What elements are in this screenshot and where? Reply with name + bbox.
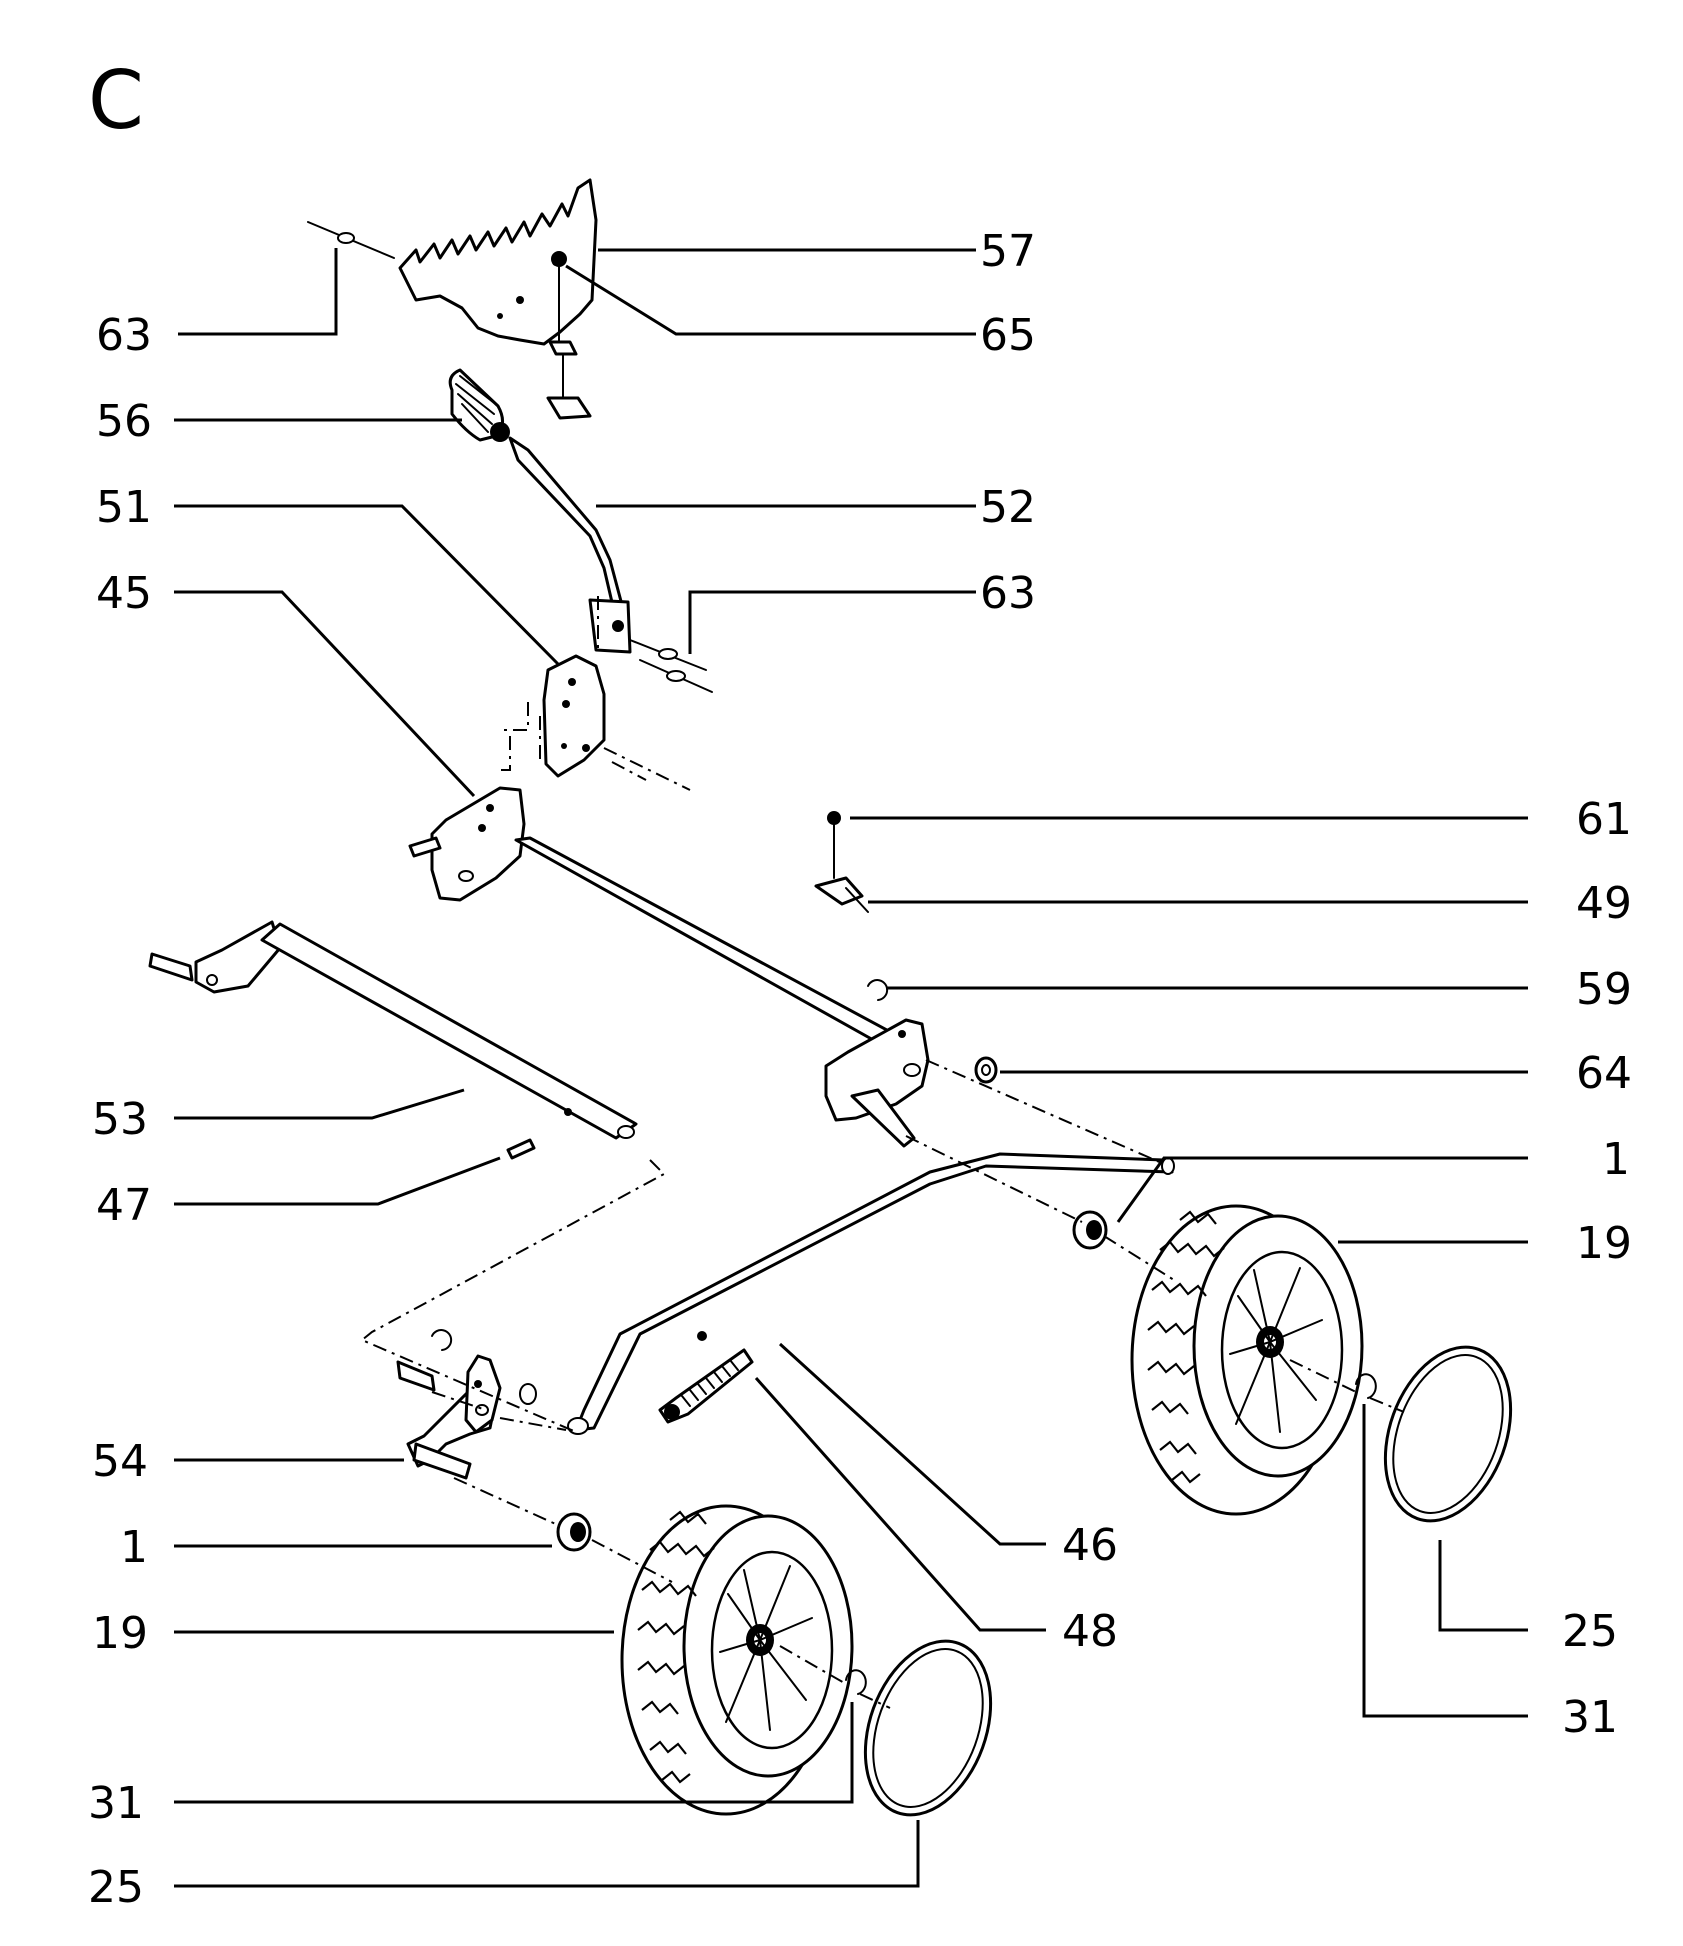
callout-1-right: 1	[1602, 1134, 1630, 1185]
washer-64	[974, 1056, 998, 1084]
bushing-1-left	[556, 1512, 592, 1552]
pins-63-mid	[629, 639, 713, 693]
callout-54: 54	[92, 1436, 148, 1487]
callout-47: 47	[96, 1180, 152, 1231]
clip-49	[814, 876, 869, 913]
wheel-19-left	[620, 1504, 854, 1816]
callout-63-mid: 63	[980, 568, 1036, 619]
bushing-1-right	[1072, 1210, 1108, 1250]
connecting-rod-46	[567, 1152, 1175, 1435]
callout-49: 49	[1576, 878, 1632, 929]
callout-61: 61	[1576, 794, 1632, 845]
upper-axle-rod	[514, 836, 900, 1048]
callout-64: 64	[1576, 1048, 1632, 1099]
callout-48: 48	[1062, 1606, 1118, 1657]
callout-19-left: 19	[92, 1608, 148, 1659]
adjustment-lever-52	[508, 436, 632, 654]
callout-56: 56	[96, 396, 152, 447]
leader-lines	[174, 248, 1528, 1888]
callout-45: 45	[96, 568, 152, 619]
e-clip-31-right	[1355, 1373, 1377, 1399]
right-pivot-plate	[824, 1018, 930, 1148]
lever-plate-51	[542, 654, 606, 778]
hubcap-25-left	[863, 1639, 993, 1817]
lower-axle-53	[148, 920, 638, 1140]
callout-65: 65	[980, 310, 1036, 361]
screw-61	[827, 811, 841, 879]
spring-48	[658, 1348, 754, 1424]
adjustment-knob-56	[448, 368, 510, 442]
height-adjust-bracket-57	[398, 178, 598, 346]
assembly-lines	[360, 596, 1405, 1709]
pin-63-top	[307, 221, 395, 259]
callout-25-left: 25	[88, 1862, 144, 1913]
pin-47	[506, 1138, 536, 1160]
callout-1-left: 1	[120, 1522, 148, 1573]
callout-46: 46	[1062, 1520, 1118, 1571]
callout-52: 52	[980, 482, 1036, 533]
section-letter: C	[88, 54, 144, 147]
e-clip-31-left	[845, 1669, 867, 1695]
callout-25-right: 25	[1562, 1606, 1618, 1657]
pivot-plate-54	[396, 1329, 537, 1480]
callout-63-top: 63	[96, 310, 152, 361]
hubcap-25-right	[1383, 1345, 1513, 1523]
e-clip-59	[867, 979, 889, 1001]
screw-65	[546, 251, 592, 420]
callout-numbers: 57 65 63 56 52 51 63 45 61 49 59 64 53 1…	[88, 226, 1632, 1913]
callout-53: 53	[92, 1094, 148, 1145]
callout-57: 57	[980, 226, 1036, 277]
callout-31-left: 31	[88, 1778, 144, 1829]
wheel-19-right	[1130, 1204, 1364, 1516]
callout-51: 51	[96, 482, 152, 533]
callout-59: 59	[1576, 964, 1632, 1015]
pivot-plate-45	[408, 786, 526, 902]
callout-19-right: 19	[1576, 1218, 1632, 1269]
callout-31-right: 31	[1562, 1692, 1618, 1743]
